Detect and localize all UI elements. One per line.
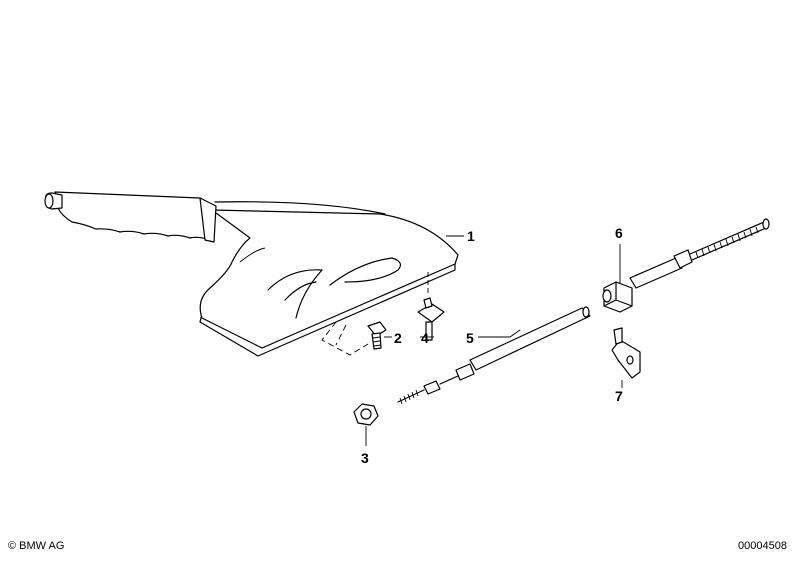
- callout-7: 7: [615, 388, 623, 404]
- callout-leaders: [365, 235, 623, 446]
- cable-upper-section: [629, 218, 770, 289]
- callout-5: 5: [466, 330, 474, 346]
- bracket: [611, 327, 641, 379]
- handbrake-lever-assembly: [44, 191, 459, 357]
- cable-clamp: [602, 281, 633, 313]
- brake-cable: [397, 306, 591, 405]
- bolt: [367, 321, 387, 350]
- callout-3: 3: [361, 450, 369, 466]
- drawing-number: 00004508: [738, 540, 787, 552]
- copyright-label: © BMW AG: [8, 540, 65, 552]
- retaining-clip: [417, 272, 445, 341]
- nut: [353, 403, 379, 426]
- callout-2: 2: [394, 330, 402, 346]
- callout-4: 4: [421, 330, 429, 346]
- callout-6: 6: [615, 225, 623, 241]
- callout-1: 1: [467, 228, 475, 244]
